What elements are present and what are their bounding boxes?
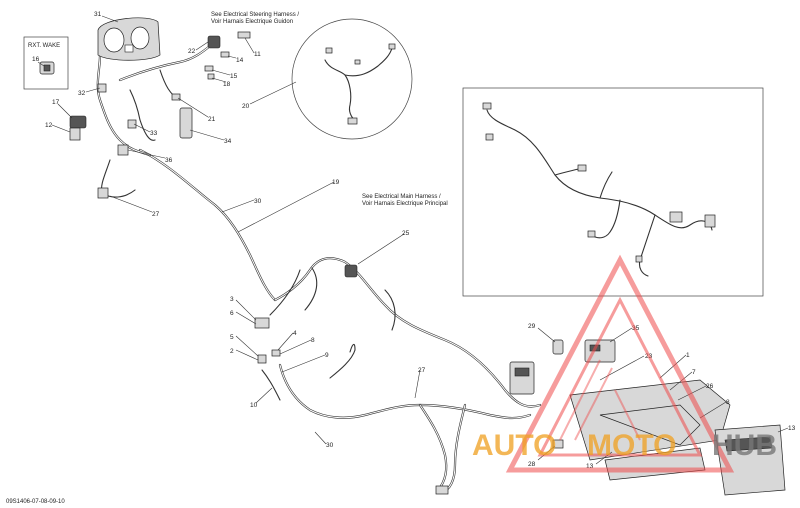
callout-4: 4 xyxy=(293,330,297,337)
callout-20: 20 xyxy=(242,103,250,110)
connector-27-upper xyxy=(97,187,109,199)
connector-4-8 xyxy=(271,349,281,357)
steering-note-line2: Voir Harnais Electrique Guidon xyxy=(211,19,293,25)
callout-11: 11 xyxy=(254,51,261,58)
gauge-cluster xyxy=(97,17,161,61)
callout-8-lower: 8 xyxy=(726,399,730,406)
connector-18 xyxy=(207,73,215,80)
callout-31: 31 xyxy=(94,11,102,18)
watermark-triangle xyxy=(505,254,735,473)
callout-30-lower: 30 xyxy=(326,442,334,449)
connector-11 xyxy=(237,31,251,39)
main-harness-detail xyxy=(482,102,716,277)
callout-14: 14 xyxy=(236,57,244,64)
watermark-logo: AUTO MOTO HUB xyxy=(472,254,777,473)
connector-3-6 xyxy=(254,317,270,329)
connector-33 xyxy=(127,119,137,129)
callout-13-right: 13 xyxy=(788,425,796,432)
connector-14 xyxy=(220,51,230,58)
steering-note-line1: See Electrical Steering Harness / xyxy=(211,12,299,18)
main-harness-note: See Electrical Main Harness / Voir Harna… xyxy=(362,194,448,207)
callout-19: 19 xyxy=(332,179,340,186)
rxt-wake-frame xyxy=(23,36,69,90)
callout-30-upper: 30 xyxy=(254,198,262,205)
callout-8: 8 xyxy=(311,337,315,344)
steering-harness-note: See Electrical Steering Harness / Voir H… xyxy=(211,12,299,25)
main-harness xyxy=(138,148,542,494)
callout-32: 32 xyxy=(78,90,86,97)
callout-1: 1 xyxy=(686,352,690,359)
callout-16: 16 xyxy=(32,56,40,63)
rxt-wake-label: RXT. WAKE xyxy=(28,43,60,49)
battery-13 xyxy=(714,424,786,496)
connector-22 xyxy=(207,35,221,49)
callout-27-upper: 27 xyxy=(152,211,160,218)
wake-switch-component xyxy=(39,61,55,75)
callout-33: 33 xyxy=(150,130,158,137)
callout-36: 36 xyxy=(165,157,173,164)
connector-21 xyxy=(171,93,181,101)
steering-harness-inset xyxy=(291,18,413,140)
main-note-line2: Voir Harnais Electrique Principal xyxy=(362,201,448,207)
callout-leaders xyxy=(37,15,789,465)
callout-5: 5 xyxy=(230,334,234,341)
callout-29: 29 xyxy=(528,323,536,330)
steering-harness-detail xyxy=(324,43,396,125)
callout-6: 6 xyxy=(230,310,234,317)
callout-27-lower: 27 xyxy=(418,367,426,374)
main-harness-inset xyxy=(462,87,764,297)
connector-32 xyxy=(97,83,107,93)
coil-34 xyxy=(179,107,193,139)
callout-28: 28 xyxy=(528,461,536,468)
connector-28 xyxy=(552,439,564,449)
callout-12: 12 xyxy=(45,122,53,129)
watermark-text-moto: MOTO xyxy=(587,429,676,462)
main-note-line1: See Electrical Main Harness / xyxy=(362,194,441,200)
callout-22: 22 xyxy=(188,48,196,55)
callout-7: 7 xyxy=(692,369,696,376)
callout-10: 10 xyxy=(250,402,258,409)
callout-34: 34 xyxy=(224,138,232,145)
callout-3: 3 xyxy=(230,296,234,303)
callout-21: 21 xyxy=(208,116,216,123)
connector-15 xyxy=(204,65,214,72)
connector-36 xyxy=(117,144,129,156)
loose-wire-10 xyxy=(261,369,281,401)
relay-29 xyxy=(552,339,564,355)
callout-25: 25 xyxy=(402,230,410,237)
connector-5-2 xyxy=(257,354,267,364)
callout-26: 26 xyxy=(706,383,714,390)
fuse-box-26 xyxy=(509,361,535,395)
connector-17 xyxy=(69,115,87,129)
callout-13-lower: 13 xyxy=(586,463,594,470)
battery-bracket xyxy=(569,379,731,461)
watermark-text-auto: AUTO xyxy=(472,429,556,462)
loose-wire-9 xyxy=(349,343,356,353)
callout-2: 2 xyxy=(230,348,234,355)
connector-25 xyxy=(344,264,358,278)
watermark-text-hub: HUB xyxy=(712,429,777,462)
connector-12 xyxy=(69,127,81,141)
callout-18: 18 xyxy=(223,81,231,88)
upper-harness xyxy=(96,40,217,198)
connector-lower-left xyxy=(435,485,449,495)
callout-9: 9 xyxy=(325,352,329,359)
callout-15: 15 xyxy=(230,73,238,80)
callout-17: 17 xyxy=(52,99,60,106)
document-code: 09S1406-07-08-09-10 xyxy=(6,499,65,505)
